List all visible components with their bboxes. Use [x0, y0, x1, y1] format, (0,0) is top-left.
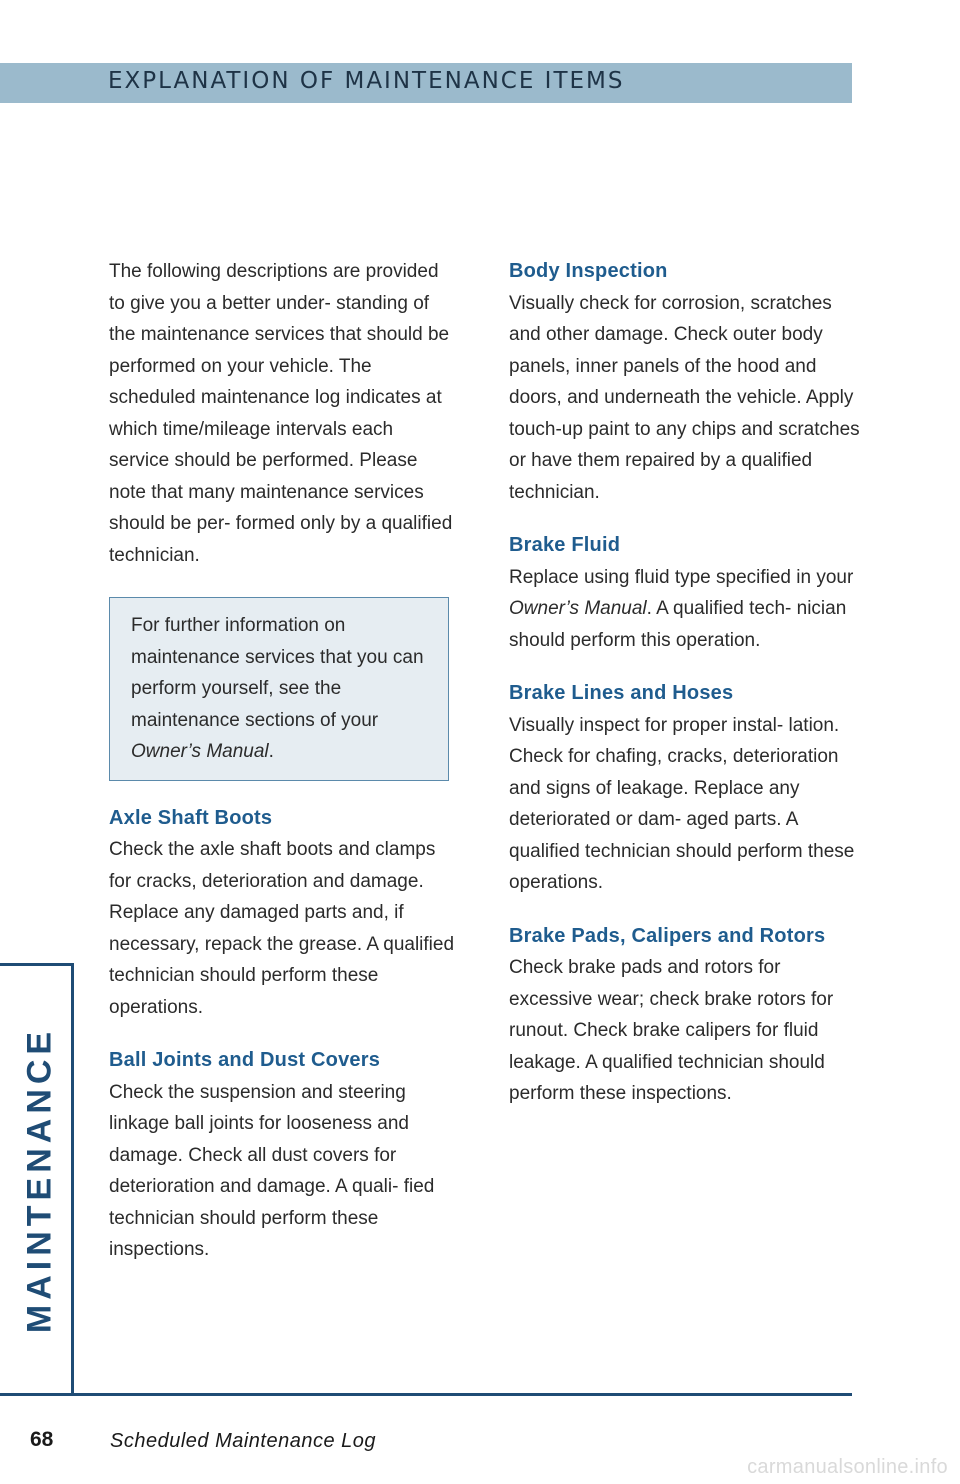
side-tab-label: MAINTENANCE — [20, 1026, 59, 1334]
section-brake-pads: Brake Pads, Calipers and Rotors Check br… — [509, 921, 864, 1110]
note-text: For further information on maintenance s… — [131, 615, 424, 731]
note-manual-reference: Owner’s Manual — [131, 741, 269, 762]
intro-paragraph: The following descriptions are provided … — [109, 261, 453, 566]
side-tab-top-rule — [0, 963, 74, 966]
section-axle-shaft-boots: Axle Shaft Boots Check the axle shaft bo… — [109, 803, 457, 1024]
page-number: 68 — [30, 1428, 54, 1451]
section-body: Visually check for corrosion, scratches … — [509, 292, 860, 503]
watermark: carmanualsonline.info — [747, 1456, 948, 1478]
section-heading: Brake Fluid — [509, 534, 621, 556]
note-end: . — [268, 741, 274, 762]
side-tab-vertical-rule — [71, 963, 74, 1396]
note-box: For further information on maintenance s… — [109, 597, 449, 781]
section-body-inspection: Body Inspection Visually check for corro… — [509, 256, 864, 508]
section-ball-joints: Ball Joints and Dust Covers Check the su… — [109, 1045, 457, 1266]
section-heading: Brake Lines and Hoses — [509, 682, 734, 704]
section-heading: Body Inspection — [509, 260, 668, 282]
section-body: Visually inspect for proper instal- lati… — [509, 714, 855, 894]
section-brake-fluid: Brake Fluid Replace using fluid type spe… — [509, 530, 864, 656]
section-body: Check brake pads and rotors for excessiv… — [509, 957, 834, 1104]
section-body: Check the suspension and steering linkag… — [109, 1081, 435, 1261]
body-end: . A qualified tech- nician should perfor… — [509, 598, 847, 651]
section-heading: Axle Shaft Boots — [109, 806, 273, 829]
footer-rule — [0, 1393, 852, 1396]
body-manual-reference: Owner’s Manual — [509, 598, 647, 619]
section-heading: Ball Joints and Dust Covers — [109, 1049, 381, 1071]
section-brake-lines: Brake Lines and Hoses Visually inspect f… — [509, 678, 864, 899]
body-start: Replace using fluid type specified in yo… — [509, 566, 854, 588]
page-header-title: EXPLANATION OF MAINTENANCE ITEMS — [108, 68, 625, 94]
footer-title: Scheduled Maintenance Log — [110, 1430, 377, 1452]
section-body: Check the axle shaft boots and clamps fo… — [109, 839, 455, 1018]
header-band — [0, 63, 852, 103]
right-column: Body Inspection Visually check for corro… — [509, 256, 864, 1132]
left-column: The following descriptions are provided … — [109, 256, 457, 1288]
section-body: Replace using fluid type specified in yo… — [509, 562, 864, 657]
section-heading: Brake Pads, Calipers and Rotors — [509, 924, 826, 947]
